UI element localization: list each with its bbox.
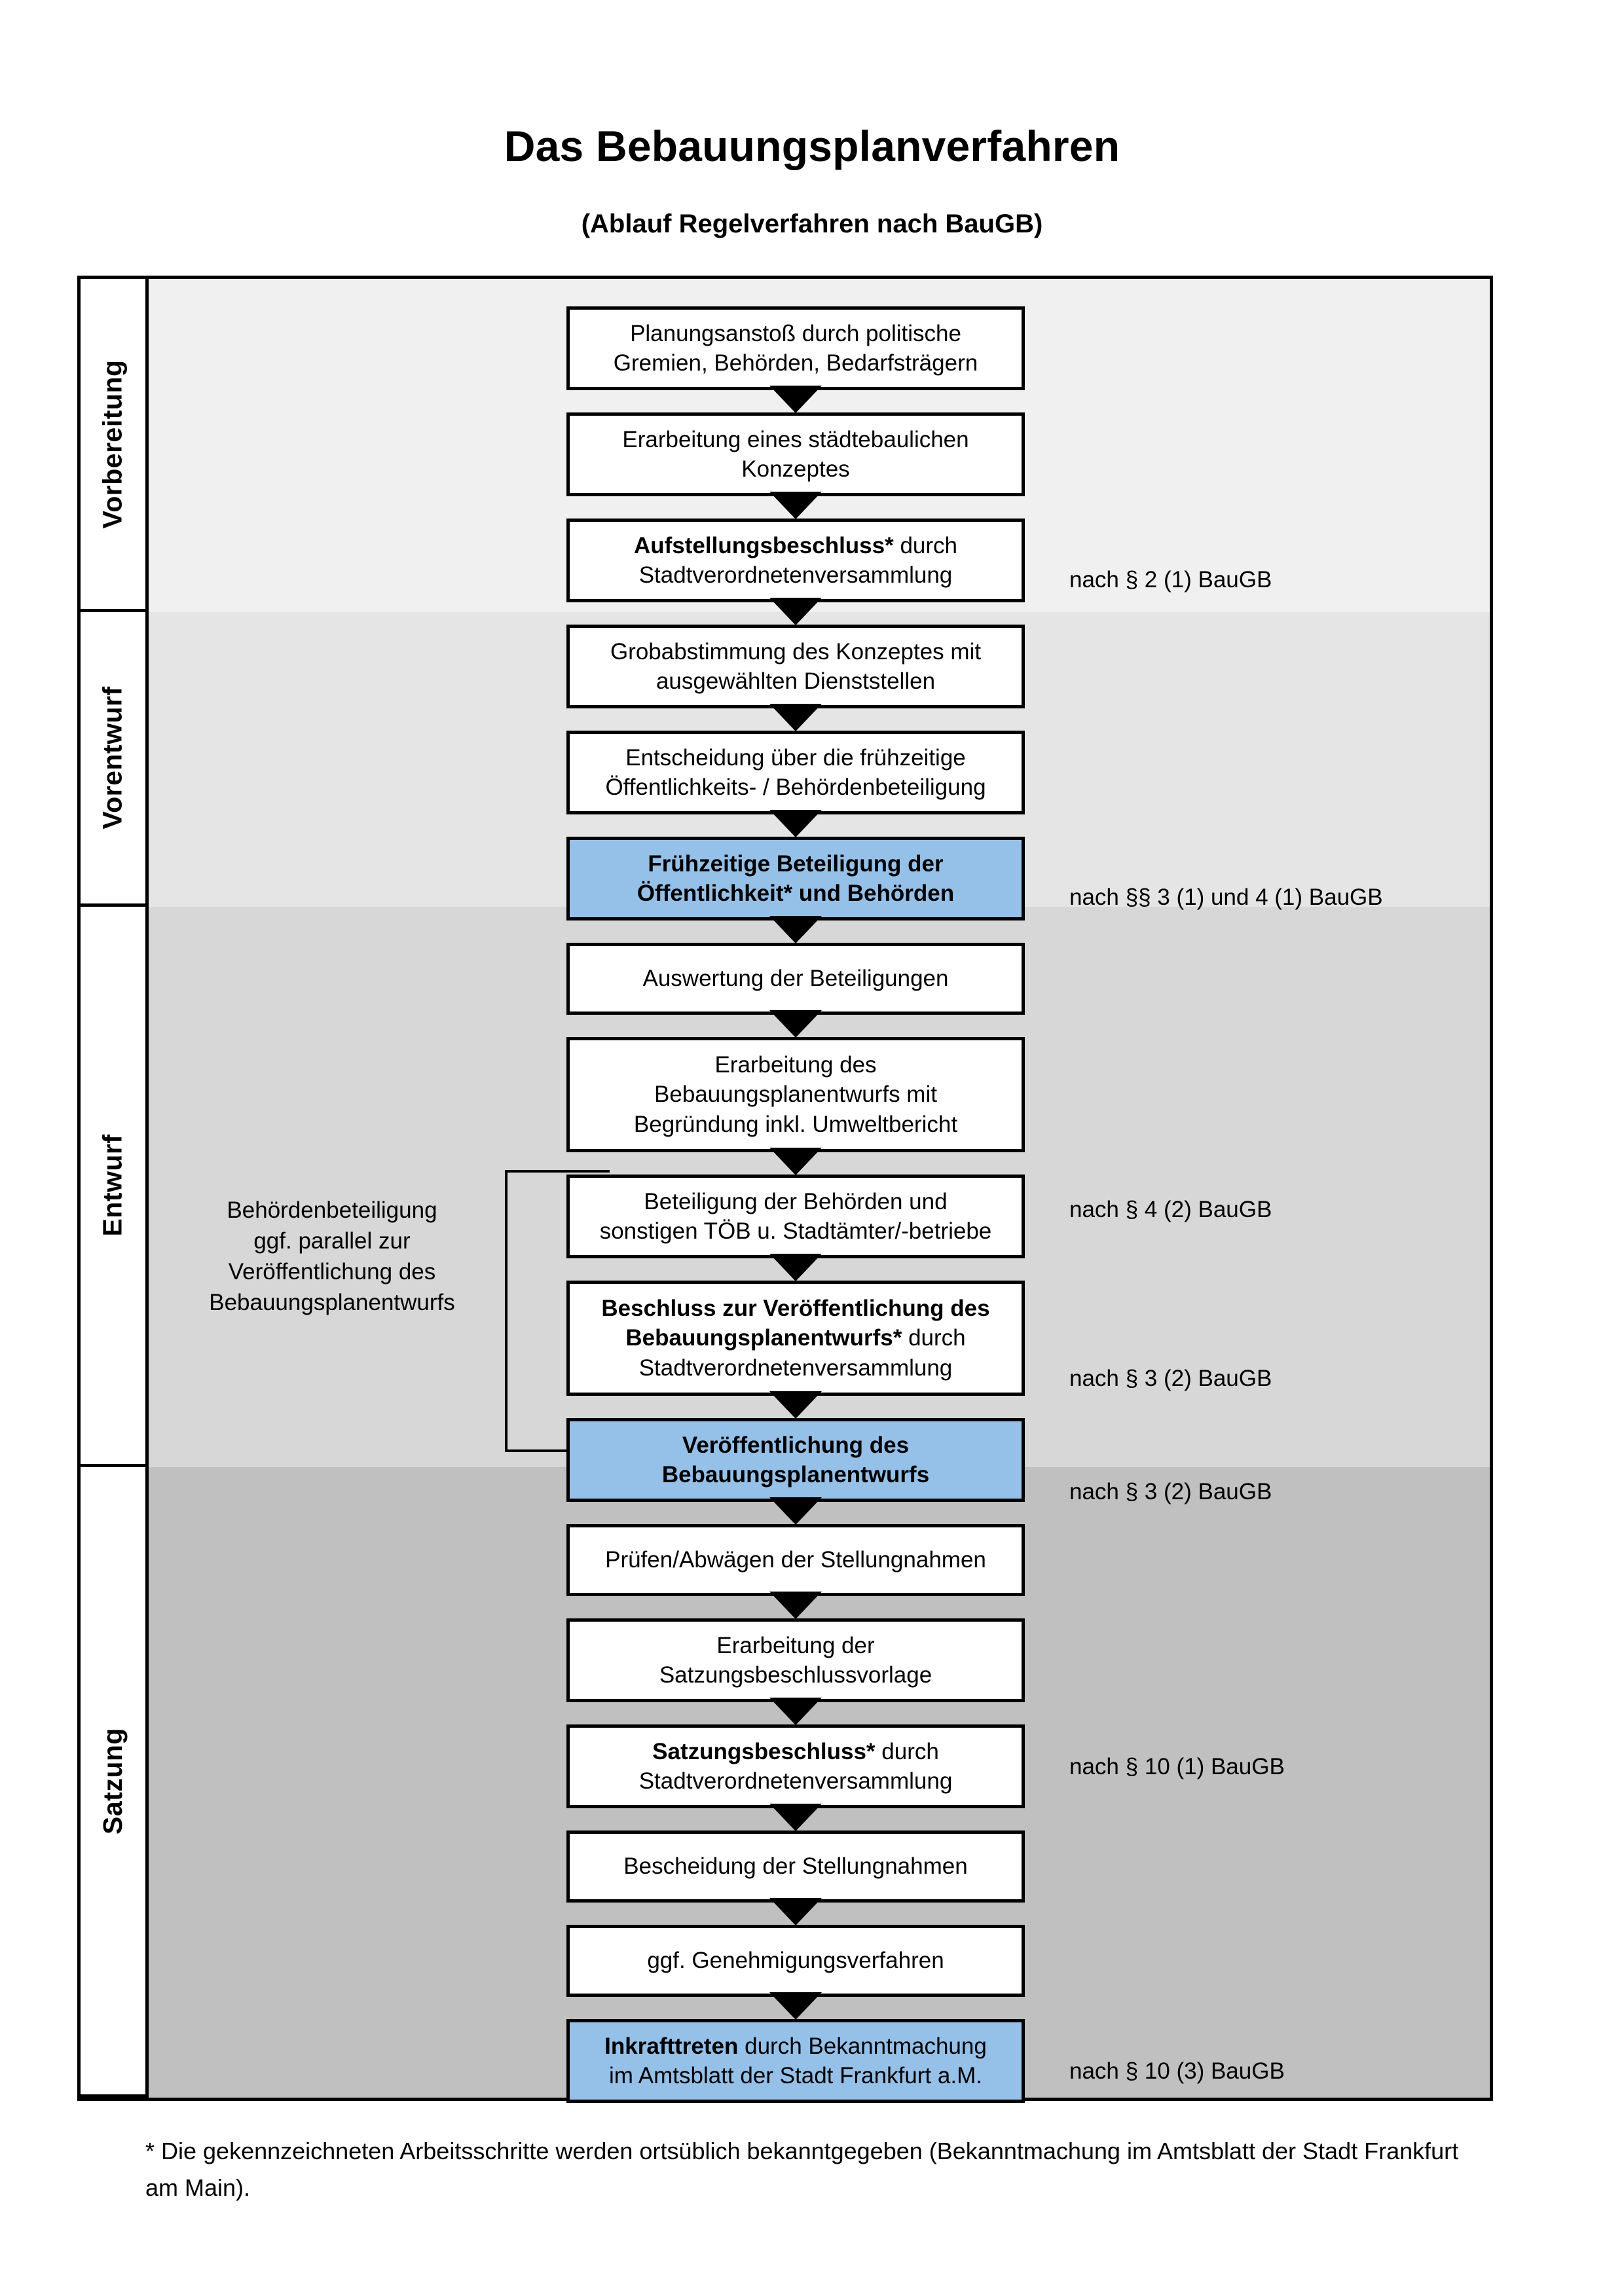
flow-arrow-down-icon bbox=[769, 704, 822, 731]
section-label-entwurf: Entwurf bbox=[81, 907, 149, 1467]
flow-arrow-down-icon bbox=[769, 916, 822, 943]
reference-paragraph-3-2-beschluss: nach § 3 (2) BauGB bbox=[1069, 1366, 1272, 1391]
step-line-1: Veröffentlichung des bbox=[682, 1432, 910, 1458]
flow-arrow-down-icon bbox=[769, 598, 822, 625]
step-line-1: Beschluss zur Veröffentlichung des bbox=[601, 1294, 989, 1324]
step-line-1-bold: Satzungsbeschluss* bbox=[652, 1738, 876, 1764]
section-label-vorbereitung: Vorbereitung bbox=[81, 279, 149, 612]
step-box-entscheidung-fruehzeitige-beteiligung[interactable]: Entscheidung über die frühzeitige Öffent… bbox=[566, 731, 1025, 814]
flow-arrow-down-icon bbox=[769, 1592, 822, 1619]
bracket-vertical-segment bbox=[505, 1170, 507, 1452]
step-box-veroeffentlichung-entwurf[interactable]: Veröffentlichung des Bebauungsplanentwur… bbox=[566, 1418, 1025, 1502]
flow-arrow-down-icon bbox=[769, 1148, 822, 1175]
step-line-2: ausgewählten Dienststellen bbox=[655, 668, 936, 694]
step-line-1-bold: Aufstellungsbeschluss* bbox=[633, 532, 894, 558]
step-box-satzungsbeschluss[interactable]: Satzungsbeschluss* durch Stadtverordnete… bbox=[566, 1724, 1025, 1808]
section-label-vorentwurf: Vorentwurf bbox=[81, 612, 149, 907]
step-line-2: Stadtverordnetenversammlung bbox=[638, 562, 953, 588]
sidenote-behoerdenbeteiligung: Behördenbeteiligung ggf. parallel zur Ve… bbox=[168, 1195, 496, 1319]
step-box-erarbeitung-satzungsbeschlussvorlage[interactable]: Erarbeitung der Satzungsbeschlussvorlage bbox=[566, 1618, 1025, 1702]
step-line-1: Erarbeitung eines städtebaulichen bbox=[622, 426, 969, 452]
step-line-1: Inkrafttreten durch Bekanntmachung bbox=[604, 2033, 987, 2059]
step-box-staedtebauliches-konzept[interactable]: Erarbeitung eines städtebaulichen Konzep… bbox=[566, 412, 1025, 496]
step-line-1: Erarbeitung des bbox=[714, 1051, 877, 1078]
section-label-text: Vorbereitung bbox=[98, 359, 128, 529]
section-label-text: Entwurf bbox=[98, 1134, 128, 1237]
reference-paragraph-3-2-veroeffentlichung: nach § 3 (2) BauGB bbox=[1069, 1479, 1272, 1504]
section-label-satzung: Satzung bbox=[81, 1467, 149, 2098]
step-box-auswertung-beteiligungen[interactable]: Auswertung der Beteiligungen bbox=[566, 943, 1025, 1015]
page-title: Das Bebauungsplanverfahren bbox=[504, 122, 1120, 170]
step-line-1: Entscheidung über die frühzeitige bbox=[625, 744, 966, 771]
step-box-fruehzeitige-beteiligung[interactable]: Frühzeitige Beteiligung der Öffentlichke… bbox=[566, 837, 1025, 920]
step-line-2: Bebauungsplanentwurfs* durch bbox=[625, 1325, 966, 1351]
step-line-1-bold: Inkrafttreten bbox=[604, 2033, 739, 2059]
sidenote-line-4: Bebauungsplanentwurfs bbox=[209, 1289, 455, 1315]
step-box-genehmigungsverfahren[interactable]: ggf. Genehmigungsverfahren bbox=[566, 1925, 1025, 1997]
flow-arrow-down-icon bbox=[769, 1010, 822, 1038]
sidenote-line-1: Behördenbeteiligung bbox=[227, 1197, 437, 1223]
step-line-2: Öffentlichkeit* und Behörden bbox=[637, 881, 955, 906]
step-box-bescheidung-stellungnahmen[interactable]: Bescheidung der Stellungnahmen bbox=[566, 1831, 1025, 1903]
flow-arrow-down-icon bbox=[769, 1391, 822, 1419]
bracket-top-segment bbox=[505, 1170, 610, 1173]
section-label-text: Satzung bbox=[98, 1727, 128, 1834]
step-line-2-bold: Bebauungsplanentwurfs* bbox=[625, 1325, 902, 1351]
step-box-beschluss-veroeffentlichung[interactable]: Beschluss zur Veröffentlichung des Bebau… bbox=[566, 1281, 1025, 1396]
flow-arrow-down-icon bbox=[769, 1992, 822, 2020]
step-line-1: Erarbeitung der bbox=[716, 1632, 875, 1658]
section-label-text: Vorentwurf bbox=[98, 686, 128, 829]
flow-arrow-down-icon bbox=[769, 492, 822, 519]
step-line-2: Bebauungsplanentwurfs mit bbox=[654, 1082, 937, 1108]
step-box-aufstellungsbeschluss[interactable]: Aufstellungsbeschluss* durch Stadtverord… bbox=[566, 519, 1025, 602]
flow-arrow-down-icon bbox=[769, 1698, 822, 1725]
step-box-grobabstimmung[interactable]: Grobabstimmung des Konzeptes mit ausgewä… bbox=[566, 625, 1025, 708]
bracket-bottom-segment bbox=[505, 1449, 595, 1452]
flow-arrow-down-icon bbox=[769, 1254, 822, 1281]
reference-paragraph-2-1: nach § 2 (1) BauGB bbox=[1069, 567, 1272, 592]
step-box-planungsanstoss[interactable]: Planungsanstoß durch politische Gremien,… bbox=[566, 306, 1025, 390]
step-box-inkrafttreten[interactable]: Inkrafttreten durch Bekanntmachung im Am… bbox=[566, 2019, 1025, 2103]
step-line-2: Gremien, Behörden, Bedarfsträgern bbox=[613, 350, 978, 376]
step-line-1: Frühzeitige Beteiligung der bbox=[648, 850, 944, 877]
step-line-2: Stadtverordnetenversammlung bbox=[638, 1768, 953, 1794]
flow-arrow-down-icon bbox=[769, 1898, 822, 1925]
step-line-1: Grobabstimmung des Konzeptes mit bbox=[610, 638, 982, 665]
diagram-frame: Vorbereitung Vorentwurf Entwurf Satzung … bbox=[77, 276, 1493, 2103]
reference-paragraph-10-3: nach § 10 (3) BauGB bbox=[1069, 2058, 1285, 2084]
flow-arrow-down-icon bbox=[769, 1804, 822, 1831]
step-box-beteiligung-behoerden-toeb[interactable]: Beteiligung der Behörden und sonstigen T… bbox=[566, 1175, 1025, 1258]
step-box-erarbeitung-bebauungsplanentwurf[interactable]: Erarbeitung des Bebauungsplanentwurfs mi… bbox=[566, 1037, 1025, 1152]
step-line-1: Prüfen/Abwägen der Stellungnahmen bbox=[605, 1547, 986, 1573]
flow-arrow-down-icon bbox=[769, 386, 822, 413]
step-line-1: Aufstellungsbeschluss* durch bbox=[633, 532, 958, 558]
step-line-2: Konzeptes bbox=[741, 456, 850, 482]
flow-arrow-down-icon bbox=[769, 1497, 822, 1525]
sidenote-line-3: Veröffentlichung des bbox=[228, 1258, 436, 1285]
step-line-3: Stadtverordnetenversammlung bbox=[638, 1355, 953, 1381]
step-line-3: Begründung inkl. Umweltbericht bbox=[633, 1111, 958, 1137]
step-line-1: Planungsanstoß durch politische bbox=[630, 320, 961, 346]
step-line-1: Beteiligung der Behörden und bbox=[644, 1188, 948, 1214]
step-line-2: sonstigen TÖB u. Stadtämter/-betriebe bbox=[599, 1218, 992, 1244]
step-line-1: Satzungsbeschluss* durch bbox=[652, 1738, 939, 1764]
step-line-2: Öffentlichkeits- / Behördenbeteiligung bbox=[605, 774, 986, 800]
step-line-1: Bescheidung der Stellungnahmen bbox=[623, 1853, 968, 1880]
sidenote-line-2: ggf. parallel zur bbox=[253, 1228, 411, 1254]
reference-paragraph-3-1-4-1: nach §§ 3 (1) und 4 (1) BauGB bbox=[1069, 884, 1383, 910]
step-line-1-bold: Beschluss zur Veröffentlichung des bbox=[601, 1295, 990, 1321]
reference-paragraph-4-2: nach § 4 (2) BauGB bbox=[1069, 1197, 1272, 1222]
step-line-2: Bebauungsplanentwurfs bbox=[661, 1462, 930, 1487]
step-box-pruefen-abwaegen[interactable]: Prüfen/Abwägen der Stellungnahmen bbox=[566, 1524, 1025, 1596]
step-line-2: im Amtsblatt der Stadt Frankfurt a.M. bbox=[609, 2063, 982, 2088]
step-line-1: Auswertung der Beteiligungen bbox=[642, 966, 949, 992]
flow-arrow-down-icon bbox=[769, 810, 822, 837]
reference-paragraph-10-1: nach § 10 (1) BauGB bbox=[1069, 1754, 1285, 1779]
footnote: * Die gekennzeichneten Arbeitsschritte w… bbox=[145, 2138, 1459, 2201]
step-line-2: Satzungsbeschlussvorlage bbox=[659, 1662, 932, 1688]
step-line-1: ggf. Genehmigungsverfahren bbox=[647, 1948, 944, 1974]
page-subtitle: (Ablauf Regelverfahren nach BauGB) bbox=[581, 210, 1043, 238]
